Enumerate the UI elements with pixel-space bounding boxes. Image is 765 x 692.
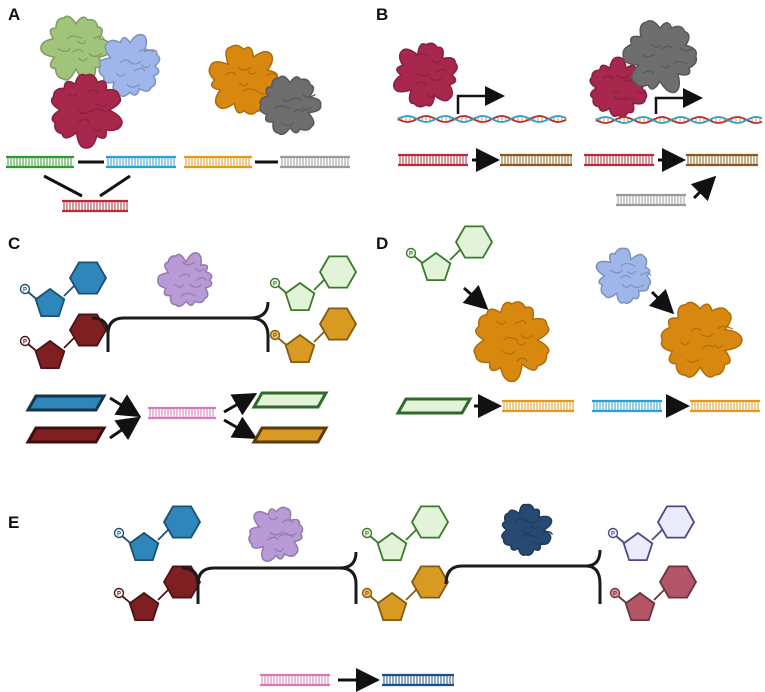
nucleotide-blue: P xyxy=(113,505,202,561)
purple-protein xyxy=(248,506,304,563)
panel-label-a: A xyxy=(8,5,20,24)
phosphate-label: P xyxy=(365,592,369,598)
phosphate-label: P xyxy=(365,532,369,538)
connector-line xyxy=(99,174,131,198)
dna-strand-pink xyxy=(260,673,330,687)
nucleotide-gold: P xyxy=(269,307,358,364)
nucleotide-rose: P xyxy=(609,565,698,621)
nucleotide-gold: P xyxy=(361,565,450,621)
flow-arrow xyxy=(462,285,489,311)
crimson-protein xyxy=(392,42,458,108)
reaction-bracket xyxy=(91,301,270,352)
sequence-bar-lightgreen xyxy=(251,391,329,409)
nucleotide-lightgreen: P xyxy=(269,255,358,312)
flow-arrow xyxy=(648,288,675,315)
blue-protein xyxy=(98,33,161,98)
panel-a xyxy=(6,15,350,213)
panel-e: P P P P P P xyxy=(113,503,698,692)
dna-strand-orange xyxy=(184,155,252,169)
flow-arrow xyxy=(223,393,258,416)
flow-arrow xyxy=(690,175,717,202)
transcription-start-arrow xyxy=(654,88,703,114)
dna-double-helix xyxy=(397,115,567,123)
flow-arrow xyxy=(109,394,142,418)
nucleotide-lightgreen: P xyxy=(405,225,494,282)
connector-line xyxy=(43,174,83,198)
purple-protein xyxy=(157,252,213,308)
panel-label-d: D xyxy=(376,234,388,253)
dna-strand-navy xyxy=(382,673,454,687)
orange-protein xyxy=(473,301,550,383)
dna-strand-brown xyxy=(686,153,758,167)
panel-label-e: E xyxy=(8,513,19,532)
dna-strand-gray xyxy=(280,155,350,169)
dna-strand-red xyxy=(62,199,128,213)
sequence-bar-gold xyxy=(251,426,329,444)
nucleotide-lightgreen: P xyxy=(361,505,450,561)
navy-protein xyxy=(501,503,553,556)
phosphate-label: P xyxy=(23,288,27,294)
dna-strand-red xyxy=(398,153,468,167)
dna-strand-cyan xyxy=(106,155,176,169)
orange-protein xyxy=(660,301,743,378)
nucleotide-lavender: P xyxy=(607,505,696,561)
phosphate-label: P xyxy=(409,252,413,258)
gray-protein xyxy=(622,20,698,94)
dna-strand-green xyxy=(6,155,74,169)
phosphate-label: P xyxy=(23,340,27,346)
dna-strand-pink xyxy=(148,406,216,420)
nucleotide-blue: P xyxy=(19,261,108,318)
dna-strand-orange xyxy=(690,399,760,413)
flow-arrow xyxy=(223,416,258,439)
crimson-protein xyxy=(50,73,123,149)
dna-strand-gray xyxy=(616,193,686,207)
sequence-bar-darkred xyxy=(25,426,107,444)
panel-c: P P P P xyxy=(19,252,358,444)
phosphate-label: P xyxy=(613,592,617,598)
blue-protein xyxy=(595,247,652,304)
phosphate-label: P xyxy=(273,282,277,288)
panel-b xyxy=(392,20,763,207)
dna-strand-brown xyxy=(500,153,572,167)
dna-strand-red xyxy=(584,153,654,167)
nucleotide-darkred: P xyxy=(19,313,108,370)
panel-label-c: C xyxy=(8,234,20,253)
dna-strand-orange xyxy=(502,399,574,413)
sequence-bar-blue xyxy=(25,394,107,412)
nucleotide-darkred: P xyxy=(113,565,202,621)
flow-arrow xyxy=(109,416,141,441)
phosphate-label: P xyxy=(117,592,121,598)
sequence-bar-lightgreen xyxy=(395,397,473,415)
panel-d: P xyxy=(395,225,760,418)
phosphate-label: P xyxy=(611,532,615,538)
reaction-bracket xyxy=(444,549,602,604)
transcription-start-arrow xyxy=(456,86,505,114)
gray-protein xyxy=(259,75,322,136)
phosphate-label: P xyxy=(117,532,121,538)
phosphate-label: P xyxy=(273,334,277,340)
dna-double-helix xyxy=(595,116,763,124)
dna-strand-cyan xyxy=(592,399,662,413)
panel-label-b: B xyxy=(376,5,388,24)
reaction-bracket xyxy=(181,551,358,604)
